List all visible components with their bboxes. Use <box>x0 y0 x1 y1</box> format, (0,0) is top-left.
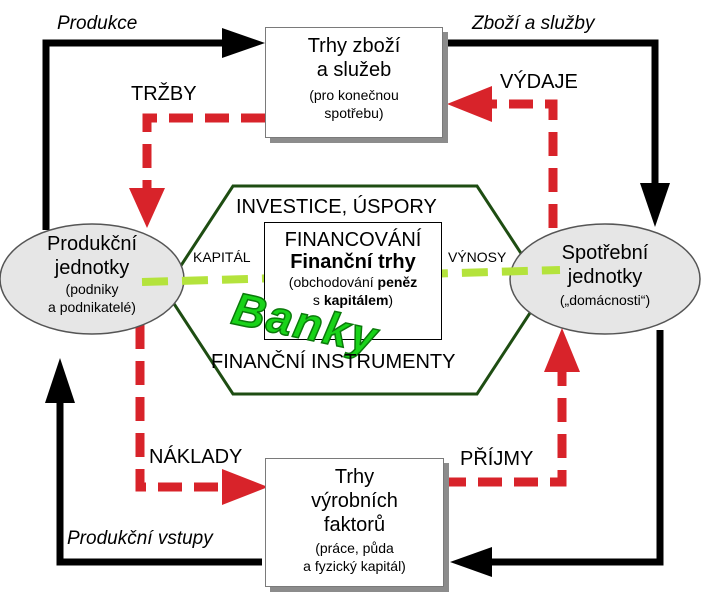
physical-flow-loop <box>42 28 670 577</box>
producers-subtitle: (podniky <box>65 281 119 297</box>
costs-flow-line <box>135 325 222 492</box>
trade-money: peněz <box>377 274 418 290</box>
goods-flow-line <box>442 39 659 185</box>
money-flow-loop <box>129 86 580 505</box>
expenses-flow-line <box>492 99 558 228</box>
expenses-arrowhead <box>447 86 492 122</box>
consumer-to-factor-arrowhead <box>450 547 492 577</box>
investment-savings-label: INVESTICE, ÚSPORY <box>236 196 437 218</box>
goods-market-subtitle-2: spotřebu) <box>324 105 384 121</box>
goods-market-title-2: a služeb <box>316 59 392 81</box>
incomes-flow-line <box>442 372 567 487</box>
consumers-title: Spotřební <box>561 242 649 264</box>
inputs-arrowhead <box>45 358 75 403</box>
consumers-node: Spotřební jednotky („domácnosti“) <box>510 241 700 309</box>
financial-markets-box: FINANCOVÁNÍ Finanční trhy (obchodování p… <box>264 222 442 340</box>
producers-node: Produkční jednotky (podniky a podnikatel… <box>0 232 184 316</box>
trade-capital: kapitálem <box>323 292 389 308</box>
production-flow-label: Produkce <box>57 13 138 34</box>
production-inputs-flow-label: Produkční vstupy <box>67 528 213 549</box>
consumer-to-factor-line <box>490 330 664 566</box>
financial-instruments-label: FINANČNÍ INSTRUMENTY <box>211 351 456 373</box>
producers-title: Produkční <box>46 233 138 255</box>
production-arrowhead <box>222 28 265 58</box>
costs-label: NÁKLADY <box>149 446 243 468</box>
consumers-node-shape <box>509 223 701 335</box>
financial-markets-description: (obchodování peněz <box>265 273 441 291</box>
goods-services-flow-label: Zboží a služby <box>472 13 595 34</box>
factor-market-title-3: faktorů <box>323 514 386 536</box>
revenues-arrowhead <box>129 188 165 228</box>
goods-market-box: Trhy zboží a služeb (pro konečnou spotře… <box>265 27 443 138</box>
costs-arrowhead <box>222 469 268 505</box>
financial-markets-title: Finanční trhy <box>290 251 416 273</box>
factor-market-title: Trhy <box>334 466 375 488</box>
goods-arrowhead <box>640 183 670 227</box>
production-flow-line <box>42 39 222 230</box>
producers-subtitle-2: a podnikatelé) <box>48 299 136 315</box>
incomes-arrowhead <box>544 328 580 372</box>
expenses-label: VÝDAJE <box>500 71 578 93</box>
financial-markets-description-2: s kapitálem) <box>265 291 441 309</box>
revenues-label: TRŽBY <box>131 83 197 105</box>
factor-market-title-2: výrobních <box>311 490 398 512</box>
capital-label: KAPITÁL <box>193 249 251 265</box>
revenues-flow-line <box>142 113 265 190</box>
goods-market-subtitle: (pro konečnou <box>309 87 399 103</box>
factor-market-subtitle: (práce, půda <box>315 540 394 556</box>
producers-title-2: jednotky <box>54 257 130 279</box>
trade-with: s <box>312 292 320 308</box>
goods-market-title: Trhy zboží <box>307 35 401 57</box>
trade-prefix: (obchodování <box>288 274 374 290</box>
yields-label: VÝNOSY <box>448 249 507 265</box>
factor-market-box: Trhy výrobních faktorů (práce, půda a fy… <box>265 458 444 587</box>
consumers-subtitle: („domácnosti“) <box>559 292 651 308</box>
inputs-flow-line <box>56 400 262 566</box>
financing-label: FINANCOVÁNÍ <box>284 229 422 251</box>
incomes-label: PŘÍJMY <box>460 448 534 470</box>
consumers-title-2: jednotky <box>567 266 643 288</box>
factor-market-subtitle-2: a fyzický kapitál) <box>303 558 406 574</box>
trade-close: ) <box>388 292 394 308</box>
